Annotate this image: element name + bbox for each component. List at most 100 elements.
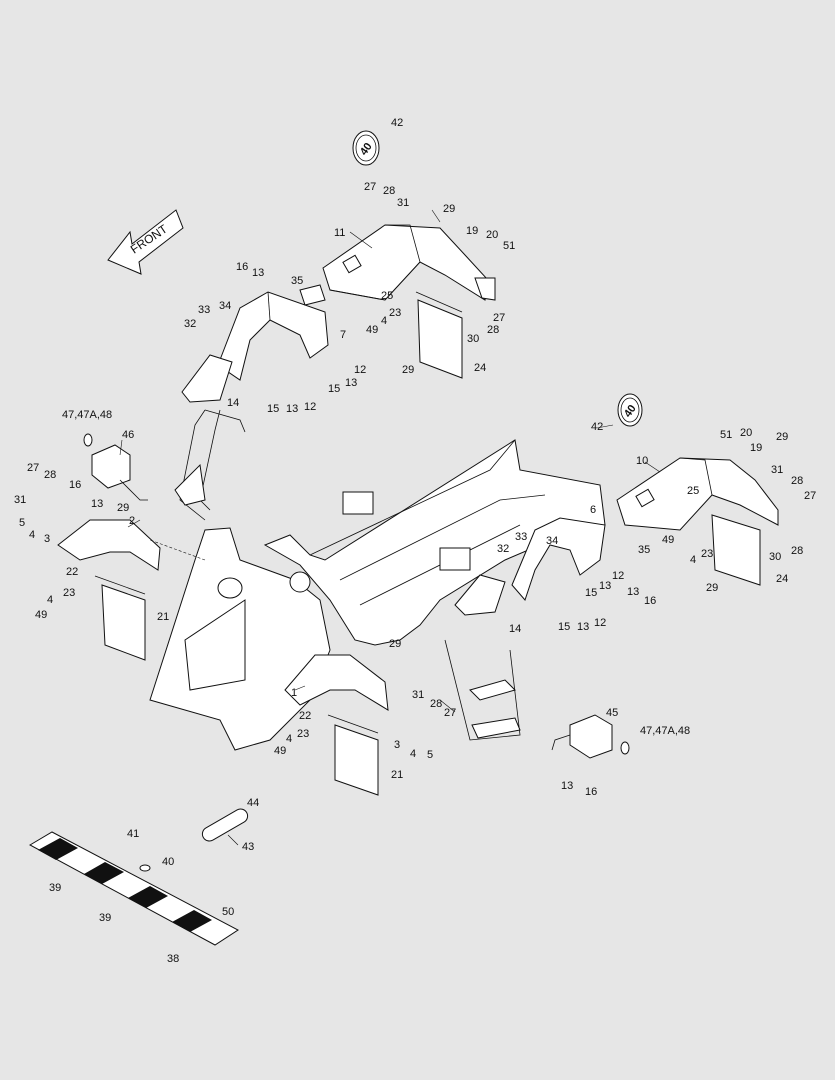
callout: 19: [466, 225, 478, 237]
callout: 32: [497, 543, 509, 555]
callout: 27: [804, 490, 816, 502]
step-tread-right: [454, 574, 506, 616]
fender-front-left-lower: [57, 519, 161, 571]
callout: 42: [391, 117, 403, 129]
callout: 20: [740, 427, 752, 439]
speed-decal-right: 40: [617, 393, 643, 427]
mudflap-right: [711, 514, 761, 586]
callout: 39: [99, 912, 111, 924]
step-tread-top-left: [181, 354, 233, 403]
callout: 27: [364, 181, 376, 193]
callout: 51: [503, 240, 515, 252]
fender-front-left: [217, 284, 329, 381]
callout: 12: [354, 364, 366, 376]
callout: 28: [44, 469, 56, 481]
callout: 31: [14, 494, 26, 506]
decal-text-top: 40: [358, 141, 375, 158]
callout: 16: [585, 786, 597, 798]
callout: 23: [389, 307, 401, 319]
speed-decal-top: 40: [352, 130, 380, 166]
callout: 28: [487, 324, 499, 336]
callout: 19: [750, 442, 762, 454]
warning-stripe-panel: [28, 831, 239, 946]
callout: 15: [558, 621, 570, 633]
callout: 27: [444, 707, 456, 719]
callout: 12: [304, 401, 316, 413]
callout: 7: [340, 329, 346, 341]
callout: 34: [219, 300, 231, 312]
callout: 14: [509, 623, 521, 635]
link-bar: [201, 808, 249, 842]
callout: 1: [291, 687, 297, 699]
decal-text-right: 40: [622, 403, 639, 420]
callout: 4: [47, 594, 53, 606]
callout: 13: [627, 586, 639, 598]
callout: 16: [644, 595, 656, 607]
callout: 16: [236, 261, 248, 273]
callout: 49: [662, 534, 674, 546]
callout: 41: [127, 828, 139, 840]
callout: 30: [467, 333, 479, 345]
callout: 31: [412, 689, 424, 701]
callout: 23: [63, 587, 75, 599]
callout: 15: [328, 383, 340, 395]
callout: 35: [291, 275, 303, 287]
callout: 6: [590, 504, 596, 516]
callout: 34: [546, 535, 558, 547]
fender-front-center: [284, 654, 389, 711]
callout: 32: [184, 318, 196, 330]
callout: 28: [430, 698, 442, 710]
callout: 16: [69, 479, 81, 491]
callout: 3: [394, 739, 400, 751]
callout: 13: [577, 621, 589, 633]
callout: 4: [286, 733, 292, 745]
ladder-right: [444, 639, 521, 741]
callout: 29: [389, 638, 401, 650]
callout: 49: [35, 609, 47, 621]
callout: 14: [227, 397, 239, 409]
callout: 29: [443, 203, 455, 215]
callout: 49: [274, 745, 286, 757]
callout: 13: [345, 377, 357, 389]
callout: 13: [252, 267, 264, 279]
callout: 25: [381, 290, 393, 302]
callout: 13: [561, 780, 573, 792]
callout: 13: [91, 498, 103, 510]
callout: 29: [402, 364, 414, 376]
callout: 23: [297, 728, 309, 740]
callout: 24: [474, 362, 486, 374]
fender-rear-right: [322, 224, 496, 301]
callout: 11: [334, 227, 345, 239]
callout: 51: [720, 429, 732, 441]
callout: 47,47A,48: [62, 409, 112, 421]
callout: 3: [44, 533, 50, 545]
callout: 22: [299, 710, 311, 722]
callout: 46: [122, 429, 134, 441]
callout: 38: [167, 953, 179, 965]
callout: 30: [769, 551, 781, 563]
fender-front-right: [511, 517, 606, 601]
callout: 15: [585, 587, 597, 599]
bracket-left: [83, 433, 148, 501]
callout: 28: [791, 475, 803, 487]
mudflap-top: [415, 291, 463, 379]
callout: 21: [391, 769, 403, 781]
callout: 5: [427, 749, 433, 761]
callout: 29: [117, 502, 129, 514]
callout: 4: [690, 554, 696, 566]
callout: 23: [701, 548, 713, 560]
callout: 5: [19, 517, 25, 529]
mudflap-center: [327, 714, 379, 796]
callout-labels: 42 27 28 31 29 11 19 20 51 16 13 35 33 3…: [14, 117, 816, 965]
callout: 47,47A,48: [640, 725, 690, 737]
callout: 29: [706, 582, 718, 594]
callout: 13: [286, 403, 298, 415]
callout: 27: [493, 312, 505, 324]
callout: 42: [591, 421, 603, 433]
leader-lines: [119, 209, 661, 846]
callout: 21: [157, 611, 169, 623]
front-direction-arrow: FRONT: [107, 209, 184, 275]
callout: 22: [66, 566, 78, 578]
callout: 33: [515, 531, 527, 543]
mudflap-left: [94, 575, 146, 661]
